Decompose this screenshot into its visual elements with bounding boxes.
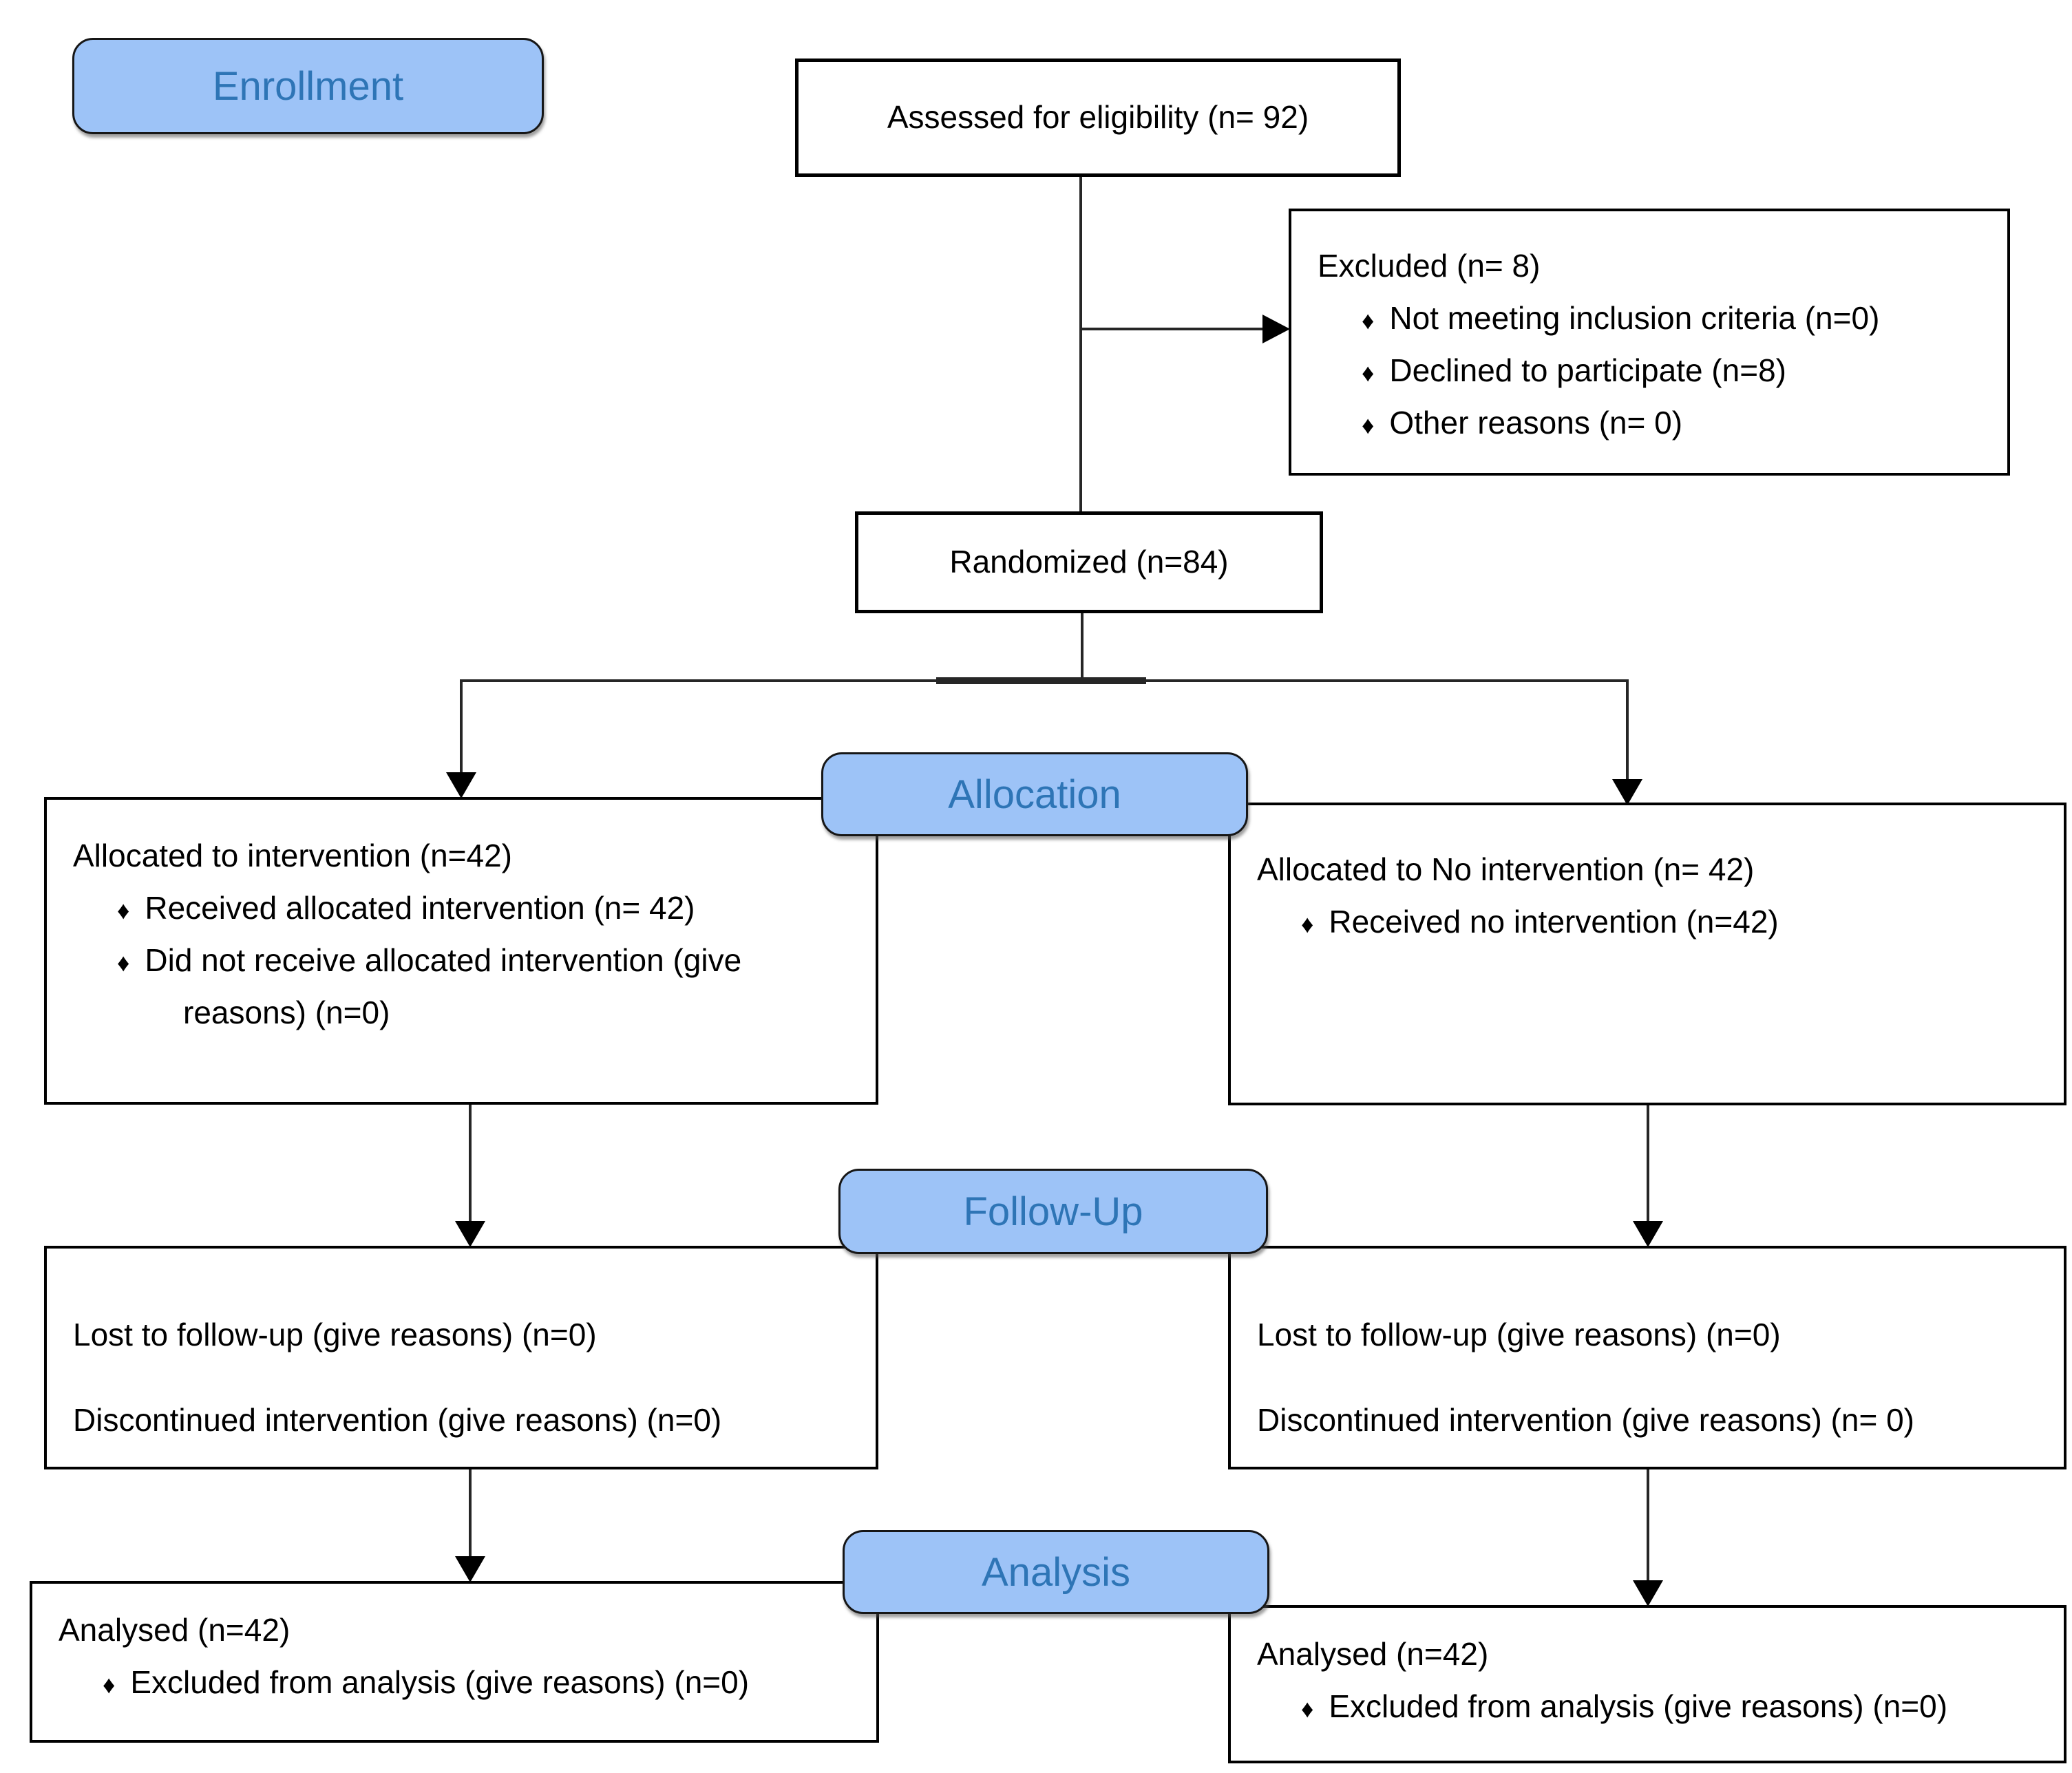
analysis-left-title: Analysed (n=42) <box>59 1612 290 1648</box>
followup-left-box: Lost to follow-up (give reasons) (n=0) D… <box>44 1246 878 1469</box>
diamond-bullet-icon: ♦ <box>1362 410 1375 439</box>
analysis-right-title: Analysed (n=42) <box>1257 1636 1489 1672</box>
connector-assessed-to-randomized <box>1079 176 1082 513</box>
analysis-left-bullet: ♦ Excluded from analysis (give reasons) (… <box>59 1657 850 1709</box>
connector-left-analysis-drop <box>469 1466 472 1559</box>
excluded-bullet: ♦ Not meeting inclusion criteria (n=0) <box>1318 293 1981 345</box>
excluded-title: Excluded (n= 8) <box>1318 248 1541 284</box>
excluded-bullet-text: Not meeting inclusion criteria (n=0) <box>1389 299 1880 336</box>
followup-left-line: Lost to follow-up (give reasons) (n=0) <box>73 1317 597 1352</box>
diamond-bullet-icon: ♦ <box>117 948 130 977</box>
connector-right-followup-drop <box>1647 1101 1649 1225</box>
assessed-box: Assessed for eligibility (n= 92) <box>795 59 1401 177</box>
arrowhead-left-allocation <box>446 772 476 798</box>
stage-label-followup: Follow-Up <box>838 1169 1268 1254</box>
stage-label-enrollment: Enrollment <box>72 38 544 134</box>
excluded-bullet-text: Other reasons (n= 0) <box>1389 404 1683 440</box>
arrowhead-right-followup <box>1633 1221 1663 1247</box>
allocation-right-bullet-text: Received no intervention (n=42) <box>1329 903 1779 939</box>
analysis-right-bullet-text: Excluded from analysis (give reasons) (n… <box>1329 1688 1948 1724</box>
analysis-left-box: Analysed (n=42) ♦ Excluded from analysis … <box>30 1581 879 1743</box>
followup-left-line: Discontinued intervention (give reasons)… <box>73 1401 722 1438</box>
arrowhead-left-analysis <box>455 1556 485 1582</box>
followup-right-line: Lost to follow-up (give reasons) (n=0) <box>1257 1317 1781 1352</box>
arrowhead-right-analysis <box>1633 1580 1663 1606</box>
excluded-bullet: ♦ Other reasons (n= 0) <box>1318 397 1981 449</box>
diamond-bullet-icon: ♦ <box>1362 358 1375 387</box>
connector-left-followup-drop <box>469 1101 472 1225</box>
diamond-bullet-icon: ♦ <box>1301 1694 1314 1723</box>
allocation-left-box: Allocated to intervention (n=42) ♦ Receiv… <box>44 797 878 1105</box>
connector-overlap-segment <box>936 677 1146 684</box>
arrowhead-right-allocation <box>1612 779 1642 805</box>
connector-right-allocation-drop <box>1626 679 1629 783</box>
allocation-left-title: Allocated to intervention (n=42) <box>73 838 513 873</box>
diamond-bullet-icon: ♦ <box>103 1670 116 1699</box>
analysis-left-bullet-text: Excluded from analysis (give reasons) (n… <box>130 1664 750 1700</box>
diamond-bullet-icon: ♦ <box>117 895 130 924</box>
excluded-bullet-text: Declined to participate (n=8) <box>1389 352 1786 388</box>
allocation-left-bullet-text: Received allocated intervention (n= 42) <box>145 889 695 926</box>
diamond-bullet-icon: ♦ <box>1301 909 1314 938</box>
analysis-right-box: Analysed (n=42) ♦ Excluded from analysis … <box>1228 1605 2066 1763</box>
allocation-left-bullet: ♦ Received allocated intervention (n= 42) <box>73 882 849 935</box>
randomized-box: Randomized (n=84) <box>855 511 1323 613</box>
stage-label-analysis: Analysis <box>843 1530 1269 1614</box>
connector-randomized-down <box>1081 611 1083 681</box>
randomized-text: Randomized (n=84) <box>949 544 1229 580</box>
connector-left-allocation-drop <box>460 679 463 776</box>
followup-right-box: Lost to follow-up (give reasons) (n=0) D… <box>1228 1246 2066 1469</box>
allocation-right-bullet: ♦ Received no intervention (n=42) <box>1257 896 2038 948</box>
arrowhead-left-followup <box>455 1221 485 1247</box>
allocation-left-bullet: ♦ Did not receive allocated intervention … <box>73 935 849 1039</box>
arrowhead-excluded <box>1262 315 1290 343</box>
allocation-right-title: Allocated to No intervention (n= 42) <box>1257 851 1755 887</box>
connector-right-analysis-drop <box>1647 1466 1649 1583</box>
excluded-box: Excluded (n= 8) ♦ Not meeting inclusion c… <box>1289 209 2010 476</box>
allocation-right-box: Allocated to No intervention (n= 42) ♦ Re… <box>1228 803 2066 1105</box>
followup-right-line: Discontinued intervention (give reasons)… <box>1257 1401 1914 1438</box>
assessed-text: Assessed for eligibility (n= 92) <box>887 99 1309 136</box>
allocation-left-bullet-text: Did not receive allocated intervention (… <box>145 942 742 1030</box>
excluded-bullet: ♦ Declined to participate (n=8) <box>1318 345 1981 397</box>
connector-branch-to-excluded <box>1081 328 1265 330</box>
analysis-right-bullet: ♦ Excluded from analysis (give reasons) (… <box>1257 1681 2038 1733</box>
diamond-bullet-icon: ♦ <box>1362 306 1375 335</box>
stage-label-allocation: Allocation <box>821 752 1248 836</box>
